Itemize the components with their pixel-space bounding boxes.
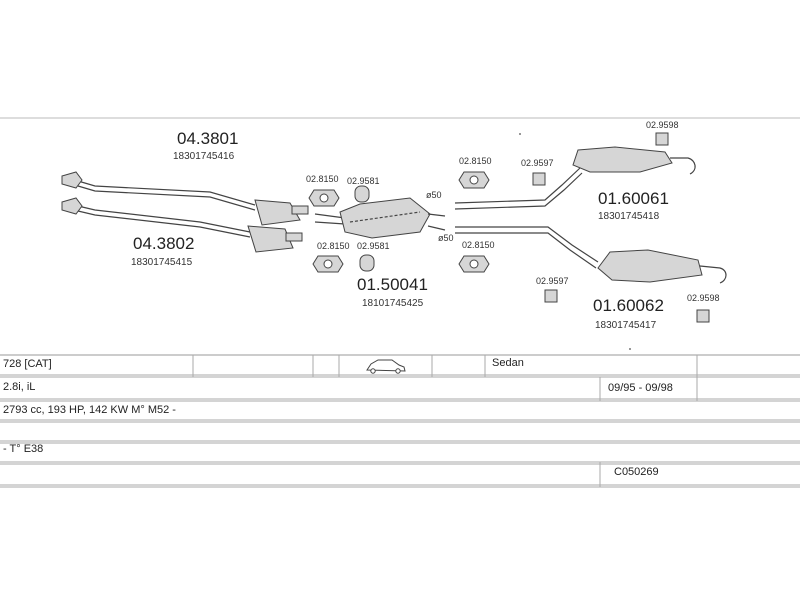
part-code-1: 04.3801 <box>177 129 238 148</box>
hanger-icon <box>696 309 710 323</box>
clamp-icon <box>354 185 370 203</box>
front-pipe-upper <box>61 171 309 226</box>
gasket-icon <box>312 255 344 273</box>
part-code-5: 01.60062 <box>593 296 664 315</box>
info-table-grid <box>0 355 800 488</box>
rear-pipe-upper <box>454 146 696 210</box>
gasket-icon <box>458 255 490 273</box>
hanger-icon <box>544 289 558 303</box>
type-text: - T° E38 <box>3 443 44 455</box>
part-oem-2: 18301745415 <box>131 257 193 268</box>
rear-pipe-lower <box>455 226 727 284</box>
small-part-h: 02.9598 <box>646 120 679 130</box>
part-code-2: 04.3802 <box>133 234 194 253</box>
small-part-b: 02.9581 <box>347 176 380 186</box>
small-part-i: 02.9597 <box>536 276 569 286</box>
catalog-text: C050269 <box>614 466 659 478</box>
model-text: 728 [CAT] <box>3 358 52 370</box>
years-text: 09/95 - 09/98 <box>608 382 673 394</box>
small-part-d: 02.9581 <box>357 241 390 251</box>
middle-silencer <box>314 197 446 239</box>
diameter-label-2: ø50 <box>438 233 454 243</box>
hanger-icons <box>308 132 710 323</box>
part-oem-5: 18301745417 <box>595 320 657 331</box>
diameter-label-1: ø50 <box>426 190 442 200</box>
clamp-icon <box>359 254 375 272</box>
part-code-3: 01.50041 <box>357 275 428 294</box>
body-text: Sedan <box>492 357 524 369</box>
small-part-g: 02.9597 <box>521 158 554 168</box>
part-oem-4: 18301745418 <box>598 211 660 222</box>
hanger-icon <box>532 172 546 186</box>
gasket-icon <box>458 171 490 189</box>
part-oem-1: 18301745416 <box>173 151 235 162</box>
sedan-car-icon <box>366 359 406 374</box>
part-code-4: 01.60061 <box>598 189 669 208</box>
hanger-icon <box>655 132 669 146</box>
spec-text: 2793 cc, 193 HP, 142 KW M° M52 - <box>3 404 176 416</box>
front-pipe-lower <box>61 197 303 253</box>
small-part-a: 02.8150 <box>306 174 339 184</box>
small-part-c: 02.8150 <box>317 241 350 251</box>
small-part-f: 02.8150 <box>462 240 495 250</box>
small-part-e: 02.8150 <box>459 156 492 166</box>
gasket-icon <box>308 189 340 207</box>
small-part-j: 02.9598 <box>687 293 720 303</box>
part-oem-3: 18101745425 <box>362 298 424 309</box>
engine-text: 2.8i, iL <box>3 381 36 393</box>
